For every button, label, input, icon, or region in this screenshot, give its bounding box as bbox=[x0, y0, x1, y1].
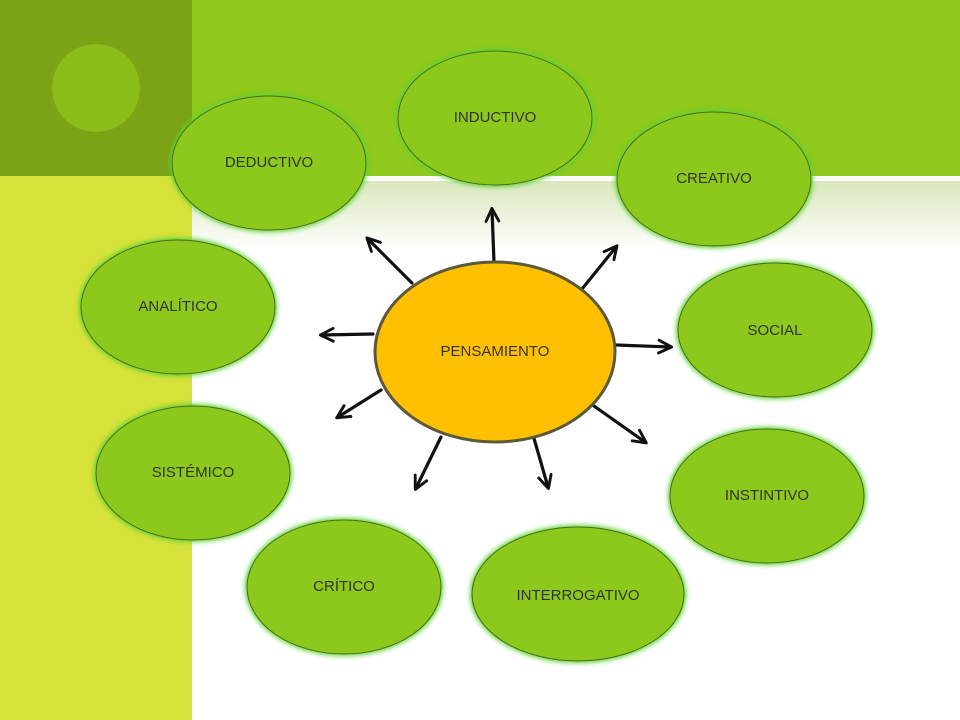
arrow-9 bbox=[531, 433, 553, 490]
arrow-4 bbox=[318, 326, 375, 343]
node-analitico: ANALÍTICO bbox=[80, 239, 276, 375]
arrow-3 bbox=[580, 244, 619, 291]
node-instintivo-ellipse bbox=[669, 428, 865, 564]
center-node-group: PENSAMIENTO bbox=[373, 260, 617, 444]
node-instintivo-label: INSTINTIVO bbox=[725, 487, 809, 504]
node-social-label: SOCIAL bbox=[747, 322, 802, 339]
arrow-1 bbox=[484, 206, 501, 264]
node-social: SOCIAL bbox=[677, 262, 873, 398]
node-critico-label: CRÍTICO bbox=[313, 578, 375, 595]
center-node-ellipse bbox=[373, 260, 617, 444]
node-sistemico: SISTÉMICO bbox=[95, 405, 291, 541]
nodes: INDUCTIVO DEDUCTIVO CREATIVO ANALÍTICO SOCIA… bbox=[80, 50, 873, 662]
node-inductivo-label: INDUCTIVO bbox=[454, 109, 537, 126]
arrows bbox=[318, 206, 674, 491]
arrow-6 bbox=[335, 388, 383, 420]
arrow-2 bbox=[365, 236, 414, 285]
node-instintivo: INSTINTIVO bbox=[669, 428, 865, 564]
arrow-7 bbox=[592, 404, 648, 445]
arrow-8 bbox=[413, 435, 443, 491]
arrow-5 bbox=[615, 338, 674, 355]
node-social-ellipse bbox=[677, 262, 873, 398]
decorative-circle bbox=[52, 44, 140, 132]
node-interrogativo-ellipse bbox=[471, 526, 685, 662]
node-creativo: CREATIVO bbox=[616, 111, 812, 247]
node-interrogativo-label: INTERROGATIVO bbox=[516, 587, 639, 604]
node-creativo-label: CREATIVO bbox=[676, 170, 752, 187]
node-deductivo-ellipse bbox=[171, 95, 367, 231]
node-inductivo-ellipse bbox=[397, 50, 593, 186]
node-creativo-ellipse bbox=[616, 111, 812, 247]
node-critico: CRÍTICO bbox=[246, 519, 442, 655]
node-sistemico-ellipse bbox=[95, 405, 291, 541]
node-deductivo-label: DEDUCTIVO bbox=[225, 154, 313, 171]
center-node-label: PENSAMIENTO bbox=[441, 343, 550, 360]
node-critico-ellipse bbox=[246, 519, 442, 655]
node-analitico-label: ANALÍTICO bbox=[138, 298, 217, 315]
background-divider-line bbox=[192, 176, 960, 181]
node-sistemico-label: SISTÉMICO bbox=[152, 464, 235, 481]
node-inductivo: INDUCTIVO bbox=[397, 50, 593, 186]
node-analitico-ellipse bbox=[80, 239, 276, 375]
node-deductivo: DEDUCTIVO bbox=[171, 95, 367, 231]
node-interrogativo: INTERROGATIVO bbox=[471, 526, 685, 662]
